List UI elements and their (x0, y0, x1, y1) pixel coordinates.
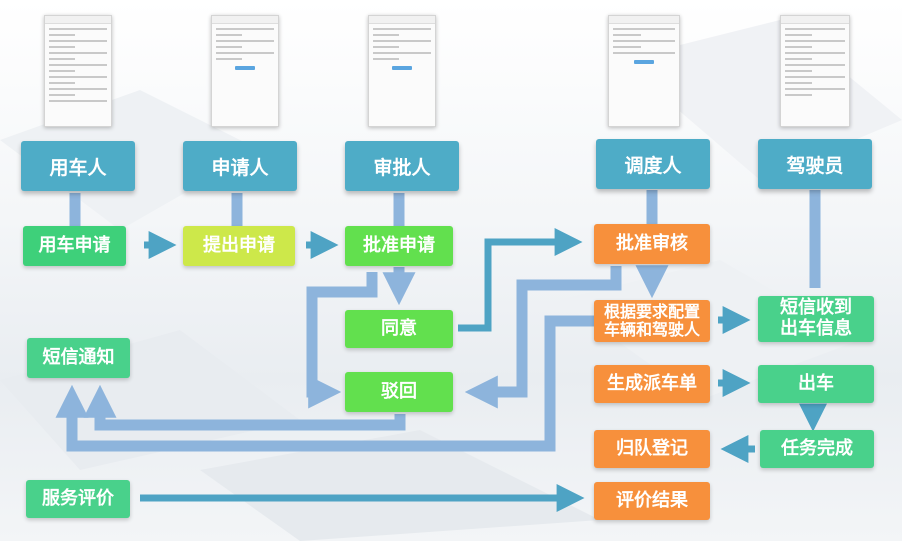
role-applicant: 申请人 (183, 141, 297, 191)
step-sms-receive-departure: 短信收到 出车信息 (758, 296, 874, 342)
assign-line-1: 根据要求配置 (603, 301, 700, 321)
phone-screenshot-driver (780, 15, 850, 127)
phone-screenshot-car-user (44, 15, 112, 127)
role-dispatcher: 调度人 (596, 139, 710, 189)
step-task-done: 任务完成 (760, 430, 874, 468)
sms-receive-line-1: 短信收到 (780, 297, 852, 319)
step-approve-audit: 批准审核 (594, 224, 710, 264)
phone-screenshot-approver (368, 15, 436, 127)
phone-screenshot-dispatcher (608, 15, 680, 127)
step-review-result: 评价结果 (594, 482, 710, 520)
step-reject: 驳回 (345, 372, 453, 412)
step-generate-dispatch: 生成派车单 (594, 365, 710, 403)
step-sms-notice: 短信通知 (27, 338, 130, 378)
role-approver: 审批人 (345, 141, 459, 191)
phone-screenshot-applicant (211, 15, 279, 127)
step-car-request: 用车申请 (23, 226, 126, 266)
step-approve-request: 批准申请 (345, 226, 453, 266)
assign-line-2: 车辆和驾驶人 (603, 320, 700, 339)
step-assign-vehicle-driver: 根据要求配置 车辆和驾驶人 (594, 300, 710, 342)
role-driver: 驾驶员 (758, 139, 872, 189)
step-agree: 同意 (345, 310, 453, 348)
step-service-review: 服务评价 (26, 480, 130, 518)
step-return-register: 归队登记 (594, 430, 710, 468)
step-depart: 出车 (758, 365, 874, 403)
role-car-user: 用车人 (21, 141, 135, 191)
sms-receive-line-2: 出车信息 (780, 318, 852, 339)
step-submit-request: 提出申请 (183, 226, 295, 266)
